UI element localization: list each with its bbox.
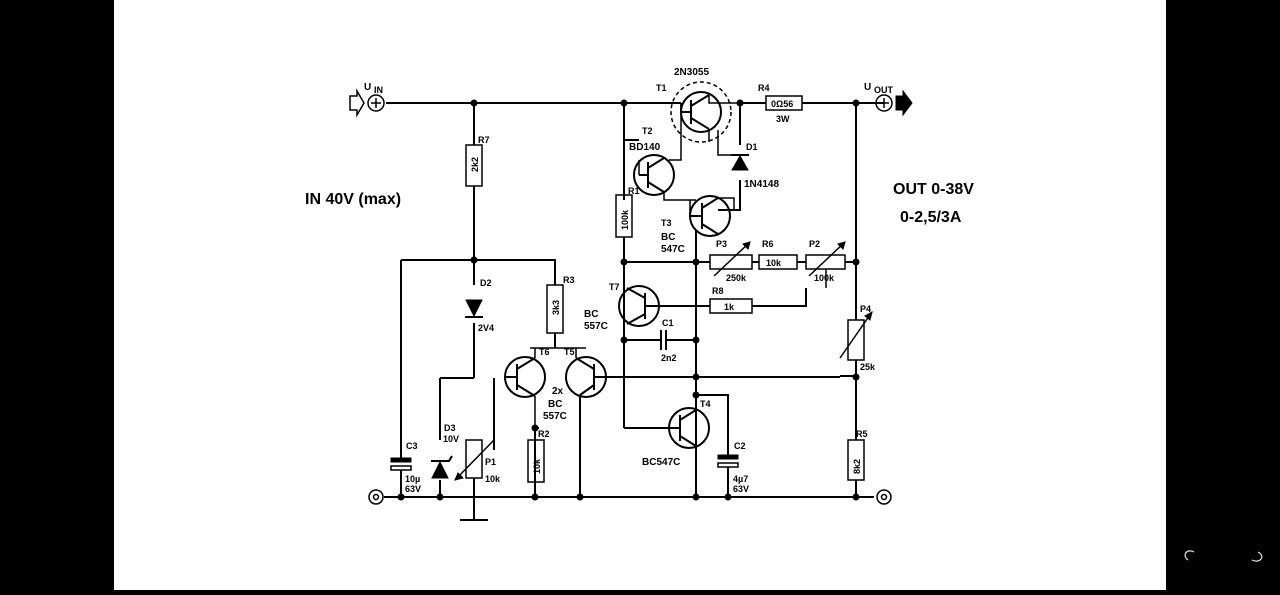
t1-part: 2N3055 bbox=[674, 67, 709, 78]
zener-d3 bbox=[431, 455, 453, 479]
r7-ref: R7 bbox=[478, 135, 490, 145]
r4-power: 3W bbox=[776, 114, 790, 124]
junction-dots bbox=[397, 99, 860, 501]
c2-value-2: 63V bbox=[733, 484, 749, 494]
t7-ref: T7 bbox=[609, 282, 620, 292]
uout-sub-label: OUT bbox=[874, 85, 894, 95]
t7-part-2: 557C bbox=[584, 321, 608, 332]
r4-ref: R4 bbox=[758, 83, 770, 93]
p1-value: 10k bbox=[485, 474, 501, 484]
transistor-t7 bbox=[618, 285, 660, 327]
t56-part-1: 2x bbox=[552, 386, 564, 397]
r1-value: 100k bbox=[620, 209, 630, 230]
c3-value-2: 63V bbox=[405, 484, 421, 494]
capacitor-c1 bbox=[660, 330, 667, 350]
p3-value: 250k bbox=[726, 273, 747, 283]
out-note-2: 0-2,5/3A bbox=[900, 209, 962, 226]
r5-ref: R5 bbox=[856, 429, 868, 439]
schematic-sheet: U IN U OUT IN 40V (max) OUT 0-38V 0-2,5/… bbox=[114, 0, 1166, 590]
t3-part-2: 547C bbox=[661, 244, 685, 255]
t4-part: BC547C bbox=[642, 457, 680, 468]
p4-value: 25k bbox=[860, 362, 876, 372]
transistor-t2 bbox=[633, 154, 696, 201]
c1-ref: C1 bbox=[662, 318, 674, 328]
t2-ref: T2 bbox=[642, 126, 653, 136]
p4-ref: P4 bbox=[860, 304, 871, 314]
p3-ref: P3 bbox=[716, 239, 727, 249]
d3-part: 10V bbox=[443, 434, 459, 444]
terminal-uin bbox=[349, 88, 385, 118]
zener-d2 bbox=[465, 299, 483, 318]
r2-value: 10k bbox=[532, 458, 542, 474]
terminal-ground-left bbox=[368, 489, 384, 505]
terminal-ground-right bbox=[876, 489, 892, 505]
resistor-r6 bbox=[758, 254, 798, 270]
resistor-r2 bbox=[527, 439, 545, 483]
t2-part: BD140 bbox=[629, 142, 661, 153]
t4-ref: T4 bbox=[700, 399, 711, 409]
uin-label: U bbox=[364, 82, 371, 93]
t1-ref: T1 bbox=[656, 83, 667, 93]
terminal-uout bbox=[875, 89, 913, 117]
r7-value: 2k2 bbox=[470, 157, 480, 172]
labels: U IN U OUT IN 40V (max) OUT 0-38V 0-2,5/… bbox=[305, 67, 974, 494]
t7-part-1: BC bbox=[584, 309, 598, 320]
r2-ref: R2 bbox=[538, 429, 550, 439]
r1-ref: R1 bbox=[628, 186, 640, 196]
t3-ref: T3 bbox=[661, 218, 672, 228]
t6-ref: T6 bbox=[539, 347, 550, 357]
t56-part-2: BC bbox=[548, 399, 562, 410]
d2-part: 2V4 bbox=[478, 323, 494, 333]
transistor-t6 bbox=[504, 348, 546, 428]
transistor-t1 bbox=[670, 81, 740, 143]
in-note: IN 40V (max) bbox=[305, 191, 401, 208]
p2-value: 100k bbox=[814, 273, 835, 283]
r6-value: 10k bbox=[766, 258, 782, 268]
transistor-t3 bbox=[689, 195, 735, 237]
resistor-r7 bbox=[465, 144, 483, 187]
t56-part-3: 557C bbox=[543, 411, 567, 422]
p2-ref: P2 bbox=[809, 239, 820, 249]
r4-value: 0Ω56 bbox=[771, 99, 793, 109]
potentiometer-p2 bbox=[805, 241, 846, 288]
schematic-svg: U IN U OUT IN 40V (max) OUT 0-38V 0-2,5/… bbox=[305, 67, 974, 521]
capacitor-c3 bbox=[390, 455, 412, 471]
d1-ref: D1 bbox=[746, 142, 758, 152]
transistor-t5 bbox=[565, 348, 610, 398]
c3-ref: C3 bbox=[406, 441, 418, 451]
r8-value: 1k bbox=[724, 302, 735, 312]
capacitor-c2 bbox=[717, 450, 739, 497]
watermark-text: AKA bbox=[1193, 540, 1242, 565]
wires bbox=[384, 102, 884, 520]
c3-value-1: 10µ bbox=[405, 474, 420, 484]
p1-ref: P1 bbox=[485, 457, 496, 467]
diode-d1 bbox=[731, 154, 749, 171]
r5-value: 8k2 bbox=[852, 459, 862, 474]
uout-label: U bbox=[864, 82, 871, 93]
t5-ref: T5 bbox=[564, 347, 575, 357]
potentiometer-p4 bbox=[839, 310, 873, 361]
r3-value: 3k3 bbox=[551, 300, 561, 315]
resistor-r5 bbox=[847, 439, 865, 481]
r6-ref: R6 bbox=[762, 239, 774, 249]
transistor-t4 bbox=[650, 407, 710, 497]
d2-ref: D2 bbox=[480, 278, 492, 288]
resistor-r1 bbox=[615, 194, 633, 238]
resistor-r4 bbox=[765, 95, 803, 111]
c2-value-1: 4µ7 bbox=[733, 474, 748, 484]
c1-value: 2n2 bbox=[661, 353, 677, 363]
resistor-r8 bbox=[709, 298, 753, 314]
d1-part: 1N4148 bbox=[744, 179, 779, 190]
c2-ref: C2 bbox=[734, 441, 746, 451]
t3-part-1: BC bbox=[661, 232, 675, 243]
d3-ref: D3 bbox=[444, 423, 456, 433]
uin-sub-label: IN bbox=[374, 85, 383, 95]
resistor-r3 bbox=[546, 284, 564, 334]
out-note-1: OUT 0-38V bbox=[893, 181, 974, 198]
potentiometer-p1 bbox=[454, 439, 495, 521]
r3-ref: R3 bbox=[563, 275, 575, 285]
potentiometer-p3 bbox=[709, 241, 753, 277]
r8-ref: R8 bbox=[712, 286, 724, 296]
watermark-logo: AKA bbox=[1180, 530, 1270, 570]
